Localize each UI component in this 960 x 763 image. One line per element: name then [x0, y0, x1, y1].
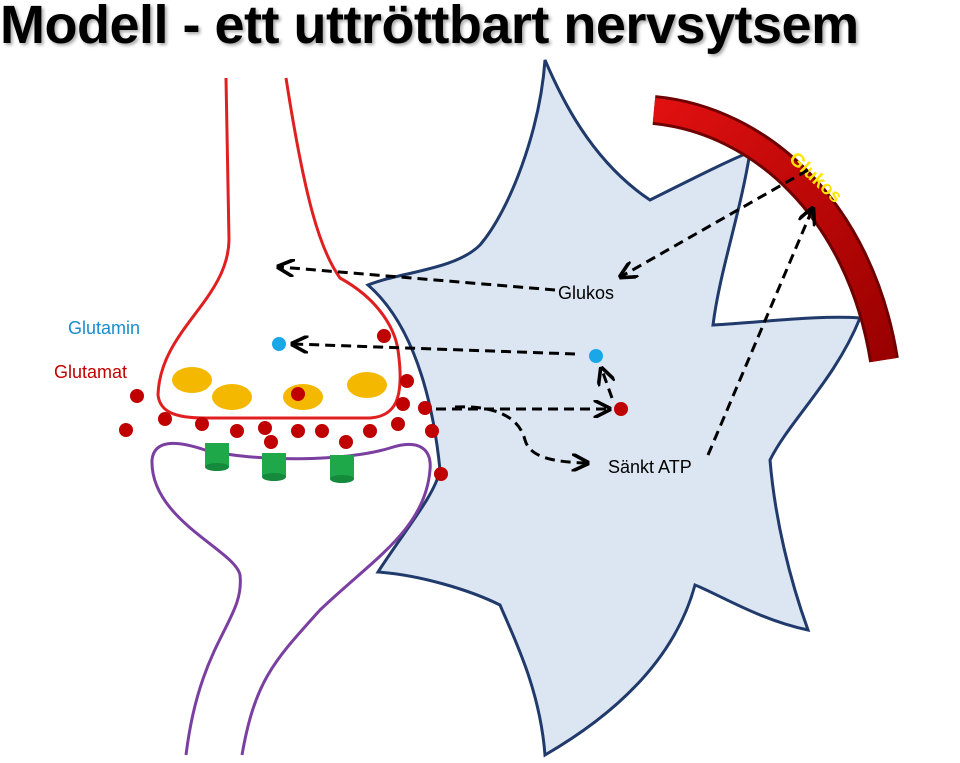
glutamine-molecule	[272, 337, 286, 351]
presynaptic-terminal	[156, 77, 402, 420]
glutamate-molecules	[119, 329, 628, 481]
arrows	[280, 168, 812, 463]
arrow-vessel-to-glukos	[622, 168, 809, 276]
arrow-glutamate-to-glutamine	[602, 370, 612, 399]
arrow-to-sankt-atp	[454, 405, 586, 463]
glukos-astrocyte-label: Glukos	[558, 283, 614, 303]
glutamat-label: Glutamat	[54, 362, 127, 382]
arrow-glukos-to-neuron	[280, 267, 556, 292]
astrocyte-cell	[365, 59, 863, 758]
vesicle	[212, 384, 252, 410]
page-title: Modell - ett uttröttbart nervsytsem	[0, 0, 859, 55]
glutamin-label: Glutamin	[68, 318, 140, 338]
vesicle	[172, 367, 212, 393]
postsynaptic-terminal	[150, 441, 432, 756]
receptor	[205, 443, 229, 471]
vesicle	[347, 372, 387, 398]
receptor	[262, 453, 286, 481]
receptor	[330, 455, 354, 483]
glutamine-molecule	[589, 349, 603, 363]
sankt-atp-label: Sänkt ATP	[608, 457, 692, 477]
arrow-atp-to-vessel	[706, 210, 812, 456]
